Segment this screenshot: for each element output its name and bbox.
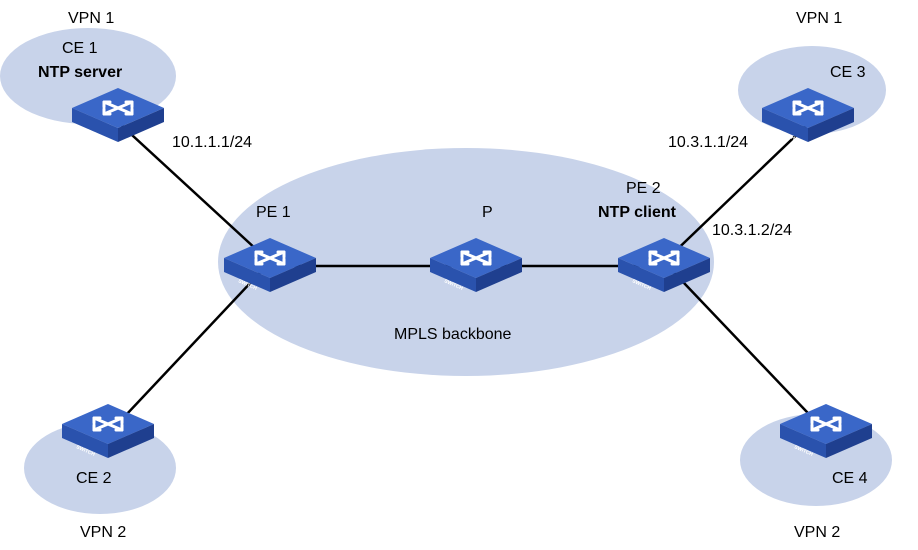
ce1-label: CE 1 bbox=[62, 40, 98, 57]
ntp-server-label: NTP server bbox=[38, 64, 123, 81]
pe2-label: PE 2 bbox=[626, 180, 661, 197]
p-label: P bbox=[482, 204, 493, 221]
pe1-label: PE 1 bbox=[256, 204, 291, 221]
vpn2-right-label: VPN 2 bbox=[794, 524, 841, 541]
vpn2-left-label: VPN 2 bbox=[80, 524, 127, 541]
vpn1-right-label: VPN 1 bbox=[796, 10, 843, 27]
link-ce1-pe1 bbox=[119, 123, 271, 263]
link-ce2-pe1 bbox=[109, 261, 271, 433]
ip-ce3-label: 10.3.1.1/24 bbox=[668, 134, 749, 151]
ip-pe2-label: 10.3.1.2/24 bbox=[712, 222, 793, 239]
ce2-label: CE 2 bbox=[76, 470, 112, 487]
ip-ce1-label: 10.1.1.1/24 bbox=[172, 134, 253, 151]
mpls-backbone-label: MPLS backbone bbox=[394, 326, 512, 343]
link-pe2-ce4 bbox=[663, 261, 827, 433]
ce4-label: CE 4 bbox=[832, 470, 868, 487]
vpn1-left-label: VPN 1 bbox=[68, 10, 115, 27]
vpn2-left-zone bbox=[24, 422, 176, 514]
link-pe2-ce3 bbox=[663, 121, 811, 263]
ce3-label: CE 3 bbox=[830, 64, 866, 81]
ntp-client-label: NTP client bbox=[598, 204, 676, 221]
